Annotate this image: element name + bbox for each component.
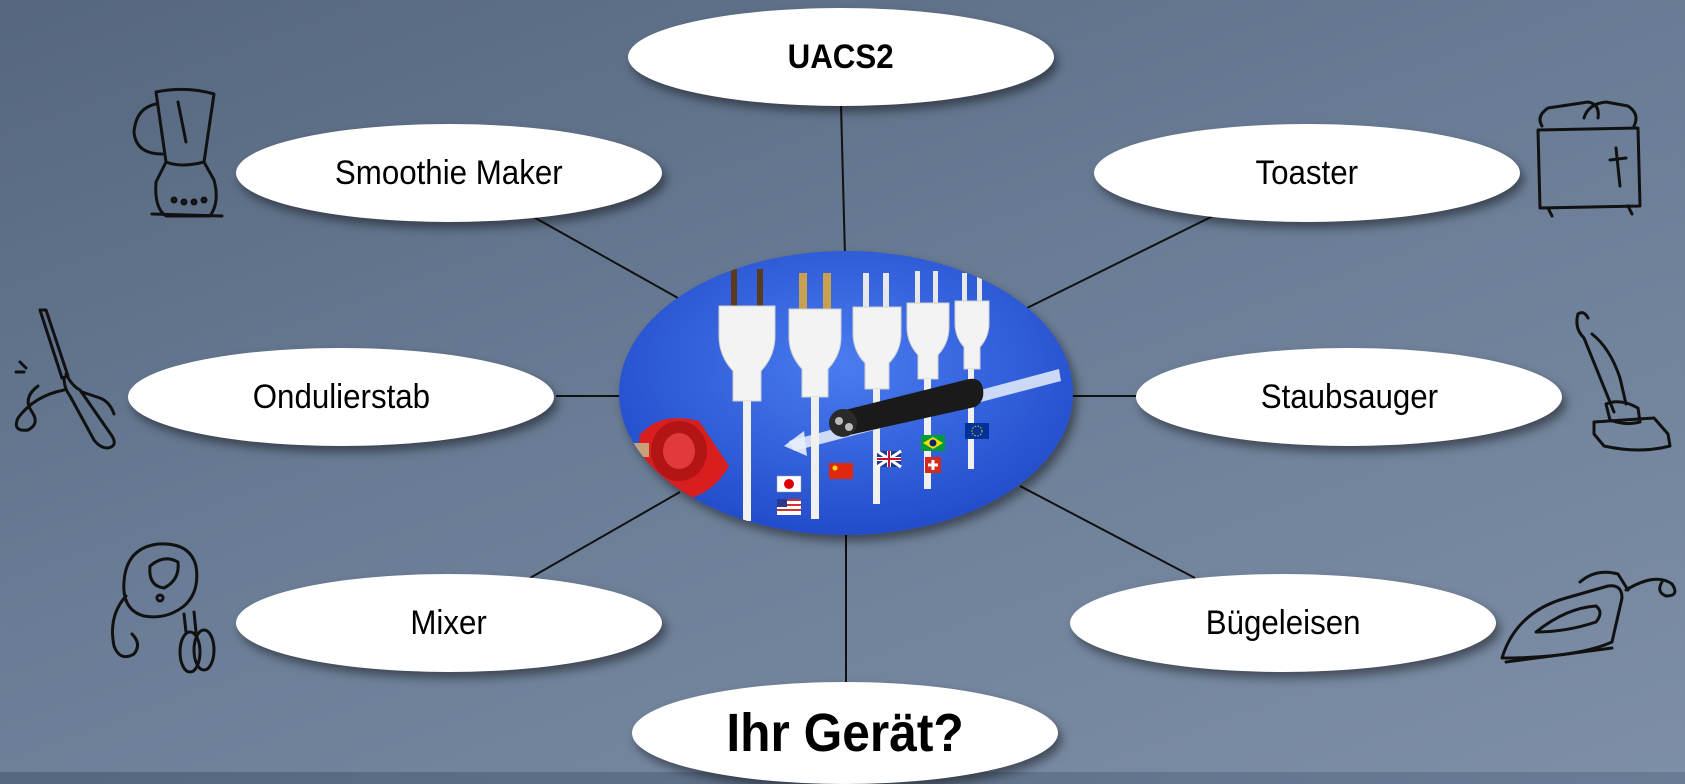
connector-mixer xyxy=(529,491,681,579)
connector-iron xyxy=(1019,485,1196,579)
node-staubsauger: Staubsauger xyxy=(1136,348,1562,446)
node-smoothie-maker: Smoothie Maker xyxy=(236,124,662,222)
node-ihr-geraet-label: Ihr Gerät? xyxy=(726,703,964,763)
connector-top xyxy=(840,104,846,257)
node-toaster-label: Toaster xyxy=(1255,153,1359,192)
plug-1 xyxy=(718,269,776,521)
node-uacs2-label: UACS2 xyxy=(787,37,895,76)
node-buegeleisen-label: Bügeleisen xyxy=(1205,603,1361,642)
plug-3 xyxy=(852,273,902,504)
vacuum-cleaner-icon xyxy=(1575,311,1672,452)
node-ondulierstab: Ondulierstab xyxy=(128,348,554,446)
uacs2-plug-connector-image xyxy=(619,251,1073,535)
node-buegeleisen: Bügeleisen xyxy=(1070,574,1496,672)
flags xyxy=(776,423,989,515)
node-mixer: Mixer xyxy=(236,574,662,672)
connector-toaster xyxy=(1022,214,1216,311)
plug-5 xyxy=(954,273,990,469)
blender-icon xyxy=(132,87,224,218)
curling-iron-icon xyxy=(14,308,116,450)
node-ondulierstab-label: Ondulierstab xyxy=(252,377,430,416)
toaster-icon xyxy=(1536,100,1642,218)
node-smoothie-maker-label: Smoothie Maker xyxy=(335,153,563,192)
node-mixer-label: Mixer xyxy=(410,603,488,642)
plug-4 xyxy=(906,271,950,489)
node-uacs2: UACS2 xyxy=(628,8,1054,106)
node-staubsauger-label: Staubsauger xyxy=(1260,377,1438,416)
iron-icon xyxy=(1500,570,1677,664)
hand-mixer-icon xyxy=(111,542,216,674)
connector-smoothie xyxy=(529,214,679,299)
uacs2-connector xyxy=(829,378,984,437)
node-ihr-geraet: Ihr Gerät? xyxy=(632,682,1058,784)
plug-2 xyxy=(788,273,842,519)
node-toaster: Toaster xyxy=(1094,124,1520,222)
